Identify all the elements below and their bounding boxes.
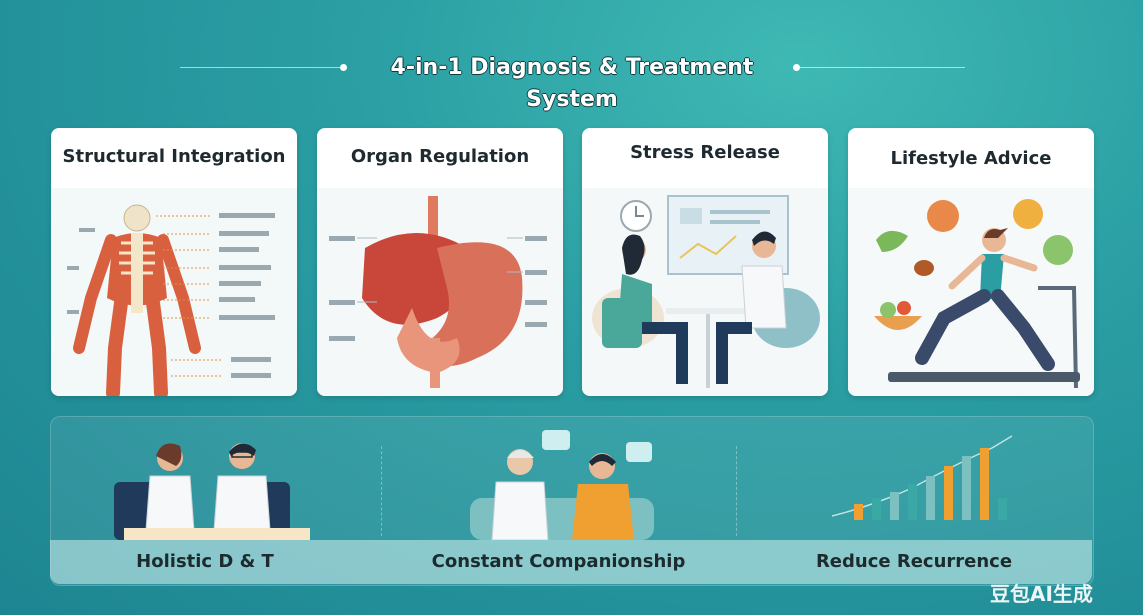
title-line-right — [800, 67, 965, 68]
recurrence-chart-illustration — [832, 435, 1013, 520]
bottom-label-strip — [50, 540, 1092, 584]
doctors-illustration — [114, 443, 310, 540]
page-title: 4-in-1 Diagnosis & Treatment System — [390, 55, 754, 112]
title-line-left — [180, 67, 340, 68]
leaf-icon — [1043, 235, 1073, 265]
label-reduce-recurrence: Reduce Recurrence — [815, 551, 1013, 572]
divider-2 — [736, 446, 738, 536]
title-dot-right — [793, 64, 800, 71]
title-dot-left — [340, 64, 347, 71]
heart-icon — [1013, 199, 1043, 229]
title-bar: 4-in-1 Diagnosis & Treatment System — [0, 52, 1143, 112]
card-title: Lifestyle Advice — [890, 148, 1052, 169]
diet-icon — [927, 200, 959, 232]
card-lifestyle-advice[interactable]: Lifestyle Advice — [848, 128, 1094, 396]
organ-illustration — [317, 188, 563, 396]
watermark: 豆包AI生成 — [990, 582, 1093, 606]
anatomy-illustration — [51, 188, 297, 396]
card-structural-integration[interactable]: Structural Integration — [51, 128, 297, 396]
card-title: Stress Release — [630, 142, 780, 163]
companionship-illustration — [470, 430, 654, 540]
divider-1 — [381, 446, 383, 536]
label-holistic: Holistic D & T — [136, 551, 274, 572]
exercise-illustration — [848, 188, 1094, 396]
card-title: Structural Integration — [62, 146, 286, 167]
card-stress-release[interactable]: Stress Release — [582, 128, 828, 396]
label-companionship: Constant Companionship — [431, 551, 686, 572]
card-organ-regulation[interactable]: Organ Regulation — [317, 128, 563, 396]
card-title: Organ Regulation — [350, 146, 530, 167]
counseling-illustration — [582, 188, 828, 396]
